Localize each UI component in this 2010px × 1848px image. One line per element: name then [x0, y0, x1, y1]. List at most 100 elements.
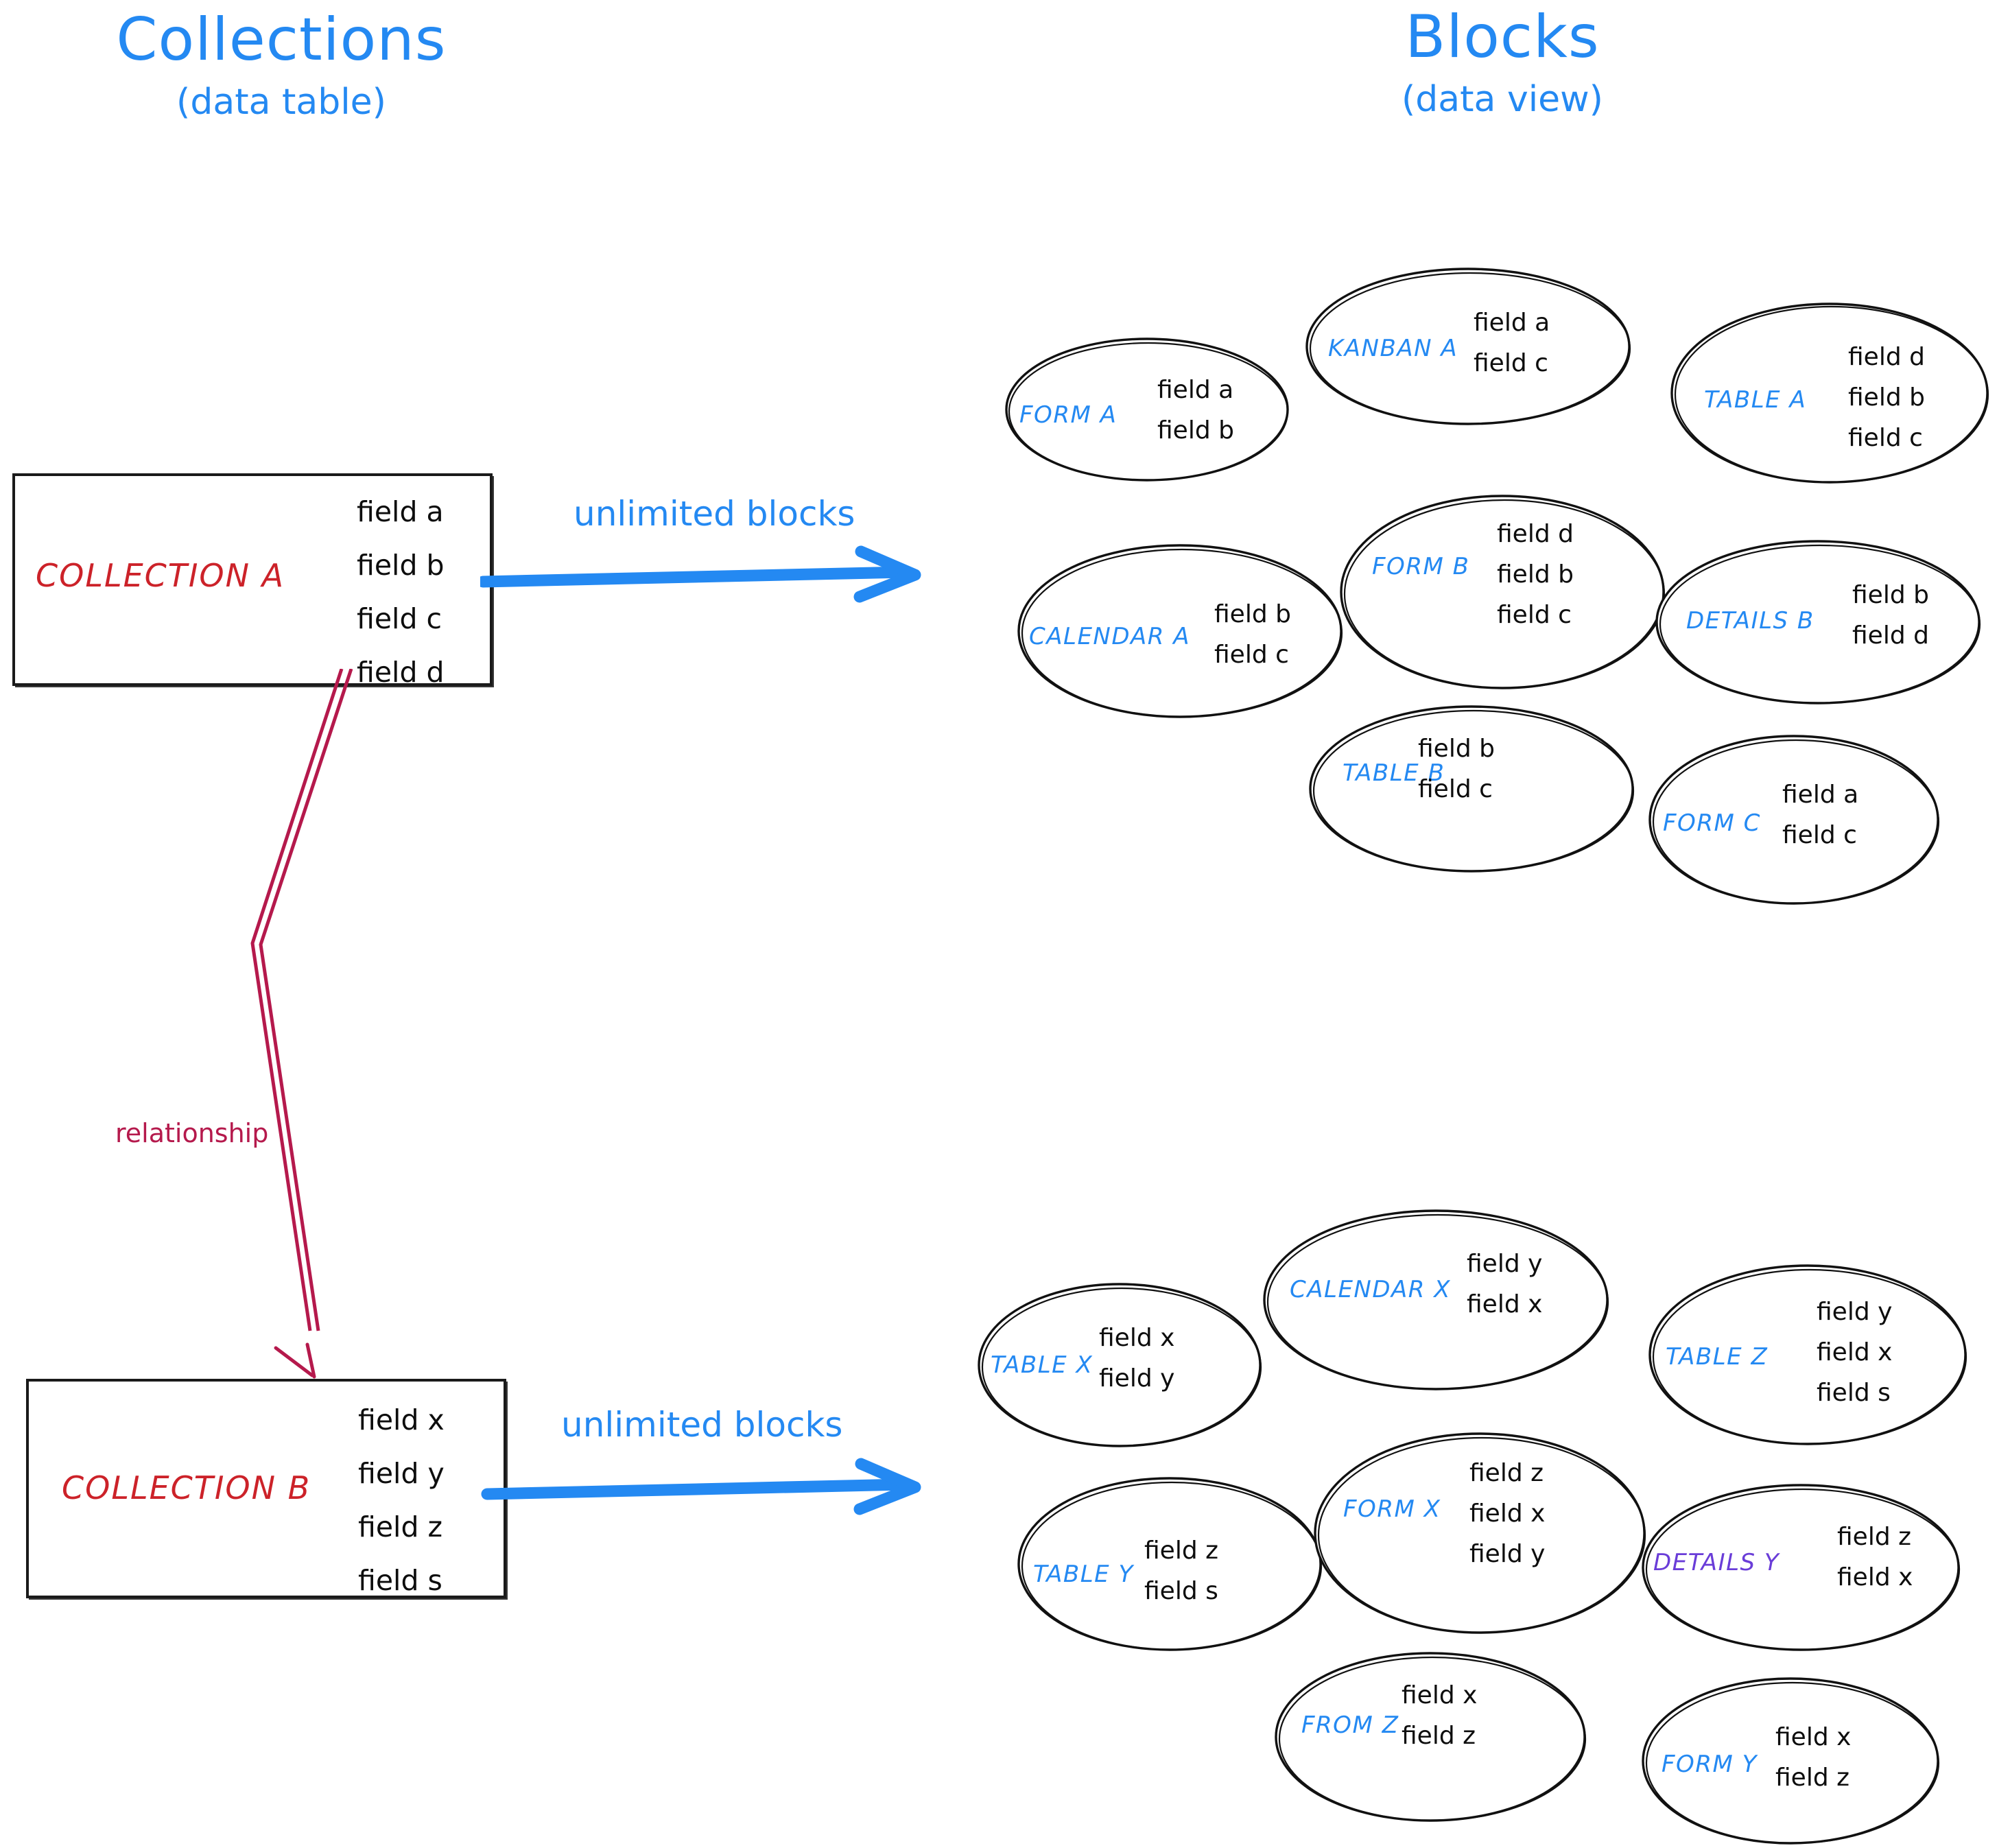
- block-calendar-x[interactable]: CALENDAR X field y field x: [1261, 1207, 1611, 1393]
- field-item: field z: [1144, 1537, 1219, 1565]
- field-item: field d: [357, 656, 445, 689]
- field-item: field x: [1099, 1324, 1175, 1352]
- field-item: field c: [1214, 641, 1289, 669]
- block-label: DETAILS Y: [1653, 1549, 1780, 1576]
- block-field-list: field a field b: [1157, 376, 1234, 445]
- field-item: field d: [1852, 621, 1929, 650]
- block-table-z[interactable]: TABLE Z field y field x field s: [1646, 1262, 1969, 1447]
- ellipse-outline: [1017, 1477, 1323, 1651]
- field-item: field b: [1852, 581, 1929, 609]
- block-label: CALENDAR A: [1029, 623, 1190, 650]
- ellipse-outline: [1340, 495, 1666, 689]
- block-table-y[interactable]: TABLE Y field z field s: [1015, 1475, 1324, 1653]
- collection-b-name: COLLECTION B: [62, 1469, 311, 1506]
- field-item: field z: [1837, 1523, 1912, 1551]
- field-item: field s: [1817, 1379, 1891, 1407]
- block-form-b[interactable]: FORM B field d field b field c: [1338, 493, 1667, 691]
- block-field-list: field b field d: [1852, 581, 1929, 650]
- block-label: FROM Z: [1301, 1711, 1399, 1739]
- field-item: field x: [1402, 1681, 1478, 1709]
- relationship-label: relationship: [115, 1118, 269, 1148]
- block-field-list: field y field x: [1467, 1250, 1542, 1318]
- blocks-subtitle: (data view): [1402, 79, 1603, 121]
- field-item: field x: [1467, 1290, 1543, 1318]
- block-field-list: field x field z: [1775, 1723, 1851, 1792]
- ellipse-outline: [978, 1283, 1262, 1447]
- collection-b-field-list: field x field y field z field s: [358, 1403, 445, 1597]
- field-item: field x: [358, 1403, 445, 1436]
- blocks-heading: Blocks (data view): [1262, 4, 1742, 120]
- ellipse-outline: [1017, 544, 1343, 718]
- field-item: field a: [357, 495, 444, 528]
- field-item: field x: [1469, 1500, 1546, 1528]
- block-field-list: field b field c: [1418, 735, 1495, 803]
- field-item: field b: [1497, 560, 1574, 589]
- field-item: field z: [1469, 1459, 1544, 1487]
- block-kanban-a[interactable]: KANBAN A field a field c: [1303, 266, 1633, 427]
- block-table-b[interactable]: TABLE B field b field c: [1307, 703, 1636, 875]
- field-item: field b: [1157, 416, 1234, 445]
- field-item: field d: [1848, 343, 1925, 371]
- block-label: TABLE A: [1704, 386, 1807, 414]
- block-calendar-a[interactable]: CALENDAR A field b field c: [1015, 542, 1345, 720]
- block-label: TABLE B: [1343, 759, 1445, 787]
- block-details-b[interactable]: DETAILS B field b field d: [1653, 538, 1983, 707]
- relationship-arrow: [250, 669, 353, 1379]
- collections-title: Collections: [116, 5, 447, 74]
- block-table-a[interactable]: TABLE A field d field b field c: [1668, 300, 1991, 486]
- field-item: field a: [1782, 781, 1859, 809]
- field-item: field a: [1157, 376, 1234, 404]
- block-label: DETAILS B: [1686, 607, 1814, 635]
- block-label: CALENDAR X: [1290, 1276, 1452, 1303]
- block-field-list: field b field c: [1214, 600, 1291, 669]
- field-item: field y: [1817, 1298, 1893, 1326]
- block-field-list: field z field x field y: [1469, 1459, 1545, 1568]
- unlimited-blocks-label-b: unlimited blocks: [561, 1405, 843, 1445]
- block-label: FORM B: [1372, 553, 1470, 580]
- block-field-list: field a field c: [1474, 309, 1550, 377]
- block-form-x[interactable]: FORM X field z field x field y: [1312, 1430, 1648, 1636]
- ellipse-outline: [1314, 1432, 1646, 1634]
- collections-heading: Collections (data table): [62, 7, 501, 123]
- block-field-list: field x field y: [1099, 1324, 1174, 1393]
- ellipse-outline: [1642, 1484, 1961, 1651]
- ellipse-outline: [1309, 705, 1635, 873]
- ellipse-outline: [1642, 1677, 1940, 1845]
- unlimited-blocks-arrow-a: [480, 545, 921, 603]
- block-details-y[interactable]: DETAILS Y field z field x: [1640, 1482, 1962, 1653]
- field-item: field z: [1775, 1764, 1850, 1792]
- block-field-list: field d field b field c: [1848, 343, 1925, 452]
- block-label: FORM C: [1663, 809, 1761, 837]
- block-label: TABLE X: [991, 1351, 1093, 1379]
- collection-b-box[interactable]: COLLECTION B field x field y field z fie…: [26, 1379, 506, 1598]
- field-item: field s: [1144, 1577, 1218, 1605]
- field-item: field c: [1418, 775, 1493, 803]
- collections-subtitle: (data table): [176, 82, 386, 123]
- field-item: field c: [357, 602, 442, 635]
- block-from-z[interactable]: FROM Z field x field z: [1273, 1650, 1588, 1825]
- ellipse-outline: [1263, 1209, 1609, 1390]
- field-item: field a: [1474, 309, 1550, 337]
- field-item: field c: [1782, 821, 1857, 849]
- collection-a-field-list: field a field b field c field d: [357, 495, 445, 689]
- ellipse-outline: [1648, 735, 1940, 905]
- field-item: field d: [1497, 520, 1574, 548]
- ellipse-outline: [1670, 303, 1989, 484]
- block-form-a[interactable]: FORM A field a field b: [1003, 336, 1291, 484]
- collection-a-box[interactable]: COLLECTION A field a field b field c fie…: [12, 473, 493, 689]
- block-field-list: field y field x field s: [1817, 1298, 1892, 1407]
- block-label: FORM A: [1019, 401, 1118, 429]
- block-label: TABLE Y: [1033, 1561, 1134, 1588]
- ellipse-outline: [1648, 1264, 1967, 1445]
- ellipse-outline: [1655, 540, 1981, 704]
- field-item: field s: [358, 1564, 442, 1597]
- block-field-list: field x field z: [1402, 1681, 1477, 1750]
- block-form-y[interactable]: FORM Y field x field z: [1640, 1675, 1941, 1847]
- blocks-title: Blocks: [1405, 3, 1600, 71]
- collection-a-name: COLLECTION A: [36, 557, 285, 594]
- block-form-c[interactable]: FORM C field a field c: [1646, 733, 1941, 908]
- field-item: field x: [1817, 1338, 1893, 1366]
- block-table-x[interactable]: TABLE X field x field y: [976, 1281, 1264, 1449]
- block-label: TABLE Z: [1666, 1343, 1769, 1371]
